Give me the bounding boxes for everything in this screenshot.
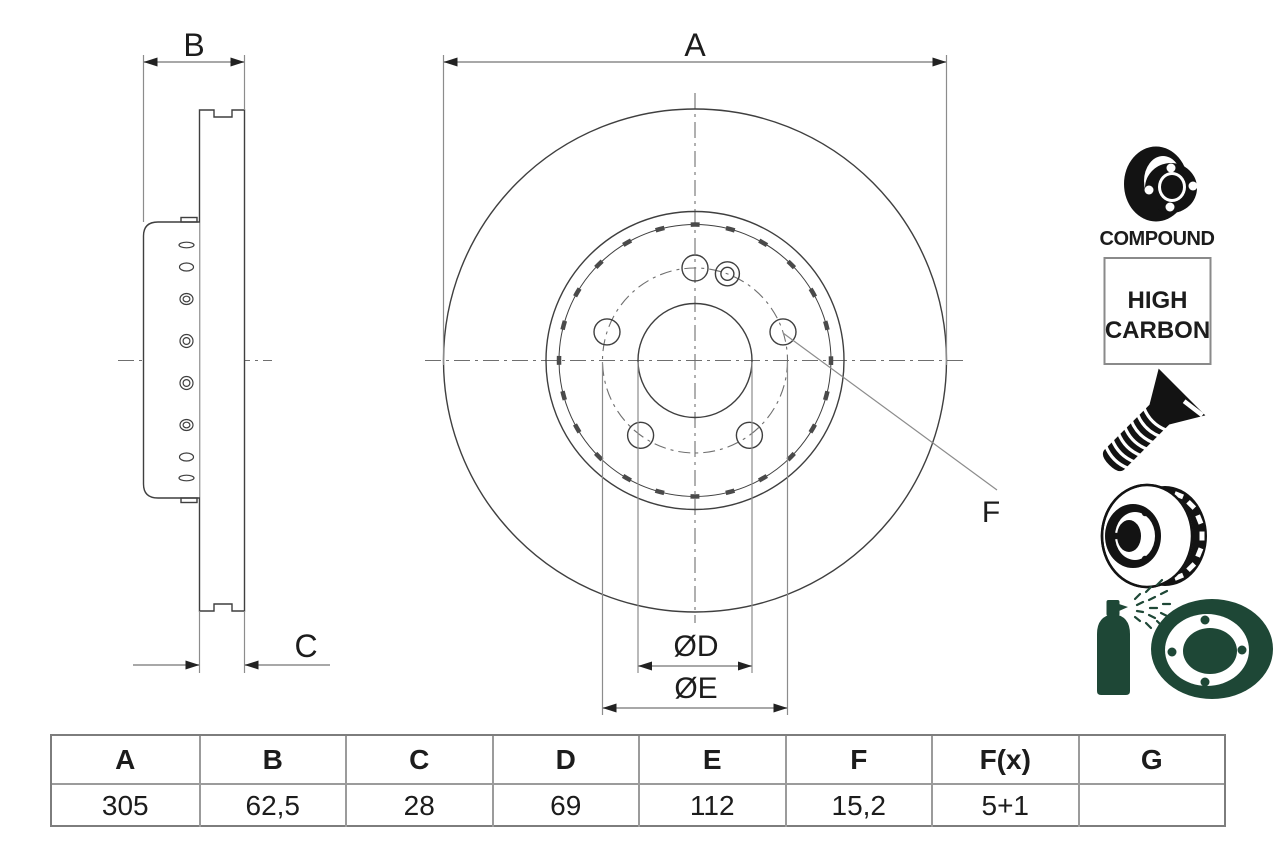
dimension-f: F — [782, 332, 1000, 529]
dim-label-diameter-d: ØD — [674, 630, 719, 663]
dim-label-a: A — [684, 27, 706, 63]
side-view — [118, 109, 272, 612]
table-header-b: B — [198, 736, 346, 783]
vent-slots — [1173, 491, 1205, 581]
bolt-holes — [593, 254, 797, 449]
countersunk-screw-icon — [1102, 368, 1206, 472]
high-carbon-line2: CARBON — [1105, 317, 1210, 344]
hat-cross-section — [142, 221, 200, 499]
bolt-circle — [601, 267, 789, 454]
table-value-e: 112 — [638, 785, 785, 827]
dim-label-b: B — [183, 27, 204, 63]
vented-disc-icon — [1100, 483, 1207, 589]
table-header-a: A — [115, 743, 136, 775]
arrowhead — [932, 57, 947, 67]
table-value-g — [1077, 785, 1225, 827]
arrowhead — [773, 703, 788, 713]
arrowhead — [230, 57, 245, 67]
arrowhead — [638, 661, 652, 671]
dimension-e: ØE — [601, 362, 789, 715]
hat-face-holes — [178, 241, 195, 482]
high-carbon-line1: HIGH — [1128, 287, 1188, 314]
dimension-d: ØD — [637, 362, 753, 673]
center-bore-circle — [637, 302, 753, 419]
dimension-a: A — [442, 27, 948, 365]
hat-ring-dashes — [556, 222, 834, 499]
dimensions-table-header-row: A B C D E F F(x) G — [52, 736, 1224, 785]
table-value-b: 62,5 — [198, 785, 346, 827]
drawing-area: B C — [118, 27, 1273, 715]
table-value-c: 28 — [345, 785, 492, 827]
hat-step-top — [180, 216, 198, 223]
table-header-c: C — [345, 736, 492, 783]
table-header-f: F — [784, 736, 932, 783]
disc-cross-section — [198, 109, 246, 612]
friction-inner-circle — [545, 210, 845, 511]
table-header-d: D — [491, 736, 639, 783]
compound-disc-icon — [1124, 146, 1198, 222]
arrowhead — [602, 703, 617, 713]
arrowhead — [143, 57, 158, 67]
front-view — [425, 93, 965, 623]
dimension-b: B — [142, 27, 246, 222]
table-value-fx: 5+1 — [931, 785, 1078, 827]
arrowhead — [738, 661, 752, 671]
pin-hole — [714, 261, 741, 287]
high-carbon-badge: HIGH CARBON — [1103, 257, 1212, 365]
arrowhead — [443, 57, 458, 67]
dim-label-f: F — [982, 496, 1000, 529]
hat-step-bottom — [180, 497, 198, 504]
table-header-g: G — [1077, 736, 1225, 783]
table-header-fx: F(x) — [931, 736, 1078, 783]
dimensions-table: A B C D E F F(x) G 305 62,5 28 69 112 15… — [50, 734, 1226, 827]
table-value-d: 69 — [491, 785, 639, 827]
dim-label-diameter-e: ØE — [674, 672, 717, 705]
arrowhead — [185, 660, 200, 670]
table-value-f: 15,2 — [784, 785, 932, 827]
spray-coated-disc-icon — [1097, 578, 1273, 699]
table-value-a: 305 — [101, 790, 149, 821]
compound-label: COMPOUND — [1100, 228, 1215, 250]
dimensions-table-value-row: 305 62,5 28 69 112 15,2 5+1 — [52, 785, 1224, 827]
arrowhead — [244, 660, 259, 670]
table-header-e: E — [638, 736, 785, 783]
dim-label-c: C — [294, 628, 317, 664]
dimension-c: C — [133, 611, 330, 673]
